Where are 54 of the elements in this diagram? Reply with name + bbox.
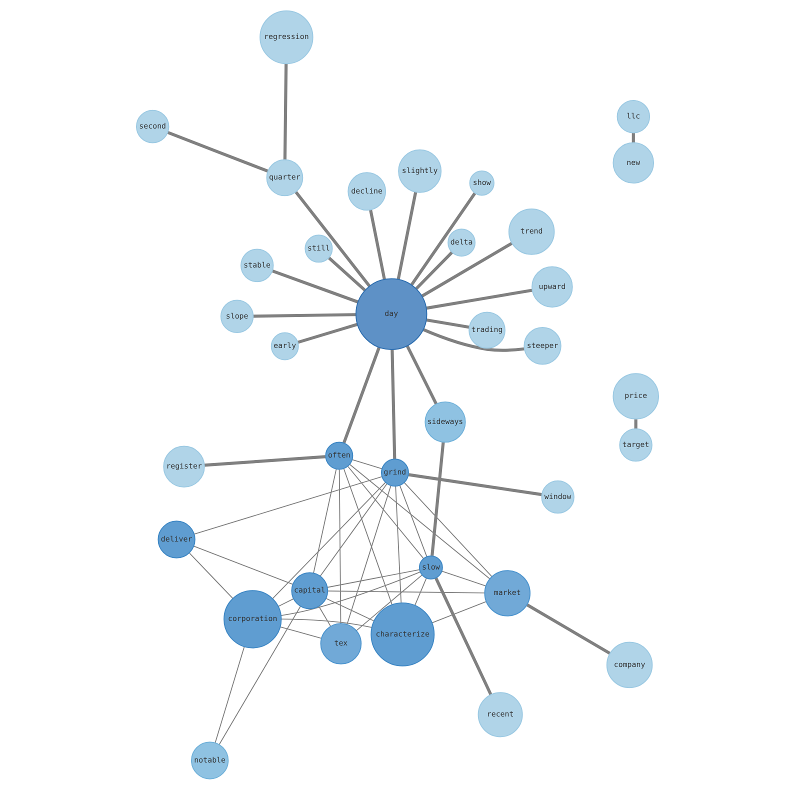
connector — [338, 469, 341, 624]
connector — [294, 190, 370, 288]
connector — [631, 132, 634, 143]
connector — [346, 485, 391, 625]
connector — [405, 345, 438, 405]
connector — [410, 192, 476, 286]
connector — [390, 349, 396, 460]
connector — [204, 455, 326, 467]
connector — [218, 606, 300, 745]
connector — [326, 569, 420, 588]
connector — [396, 192, 417, 280]
connector — [634, 419, 637, 429]
connector — [272, 482, 386, 599]
connector — [394, 486, 402, 604]
connector — [426, 318, 470, 329]
connector — [398, 484, 427, 558]
connector — [426, 288, 532, 310]
connector — [434, 577, 492, 696]
connector — [346, 466, 424, 559]
connector — [319, 483, 387, 577]
connector — [324, 598, 374, 622]
connector — [193, 476, 382, 535]
connector — [271, 269, 358, 304]
connector — [414, 578, 426, 606]
connector — [526, 603, 610, 655]
connector — [440, 570, 486, 586]
connector — [327, 256, 366, 292]
connector — [355, 574, 422, 632]
connector — [342, 346, 380, 444]
connector — [408, 473, 542, 496]
connector — [431, 601, 486, 624]
connector — [422, 328, 524, 352]
connector — [414, 251, 453, 290]
connector — [297, 322, 358, 344]
connector — [280, 571, 420, 616]
connector — [280, 618, 372, 628]
connector — [188, 552, 233, 599]
connector — [368, 209, 386, 280]
connector — [192, 546, 293, 585]
connector — [351, 459, 382, 470]
connector — [403, 482, 492, 577]
connector — [342, 468, 392, 606]
connector — [277, 598, 294, 607]
connector — [282, 64, 288, 160]
connector — [326, 590, 485, 594]
connector — [214, 646, 244, 744]
connector — [279, 626, 322, 639]
connector — [348, 464, 490, 580]
connector — [420, 242, 512, 298]
connector — [430, 442, 444, 556]
connector — [252, 313, 356, 318]
connector — [318, 606, 331, 627]
connector — [312, 468, 336, 574]
connector — [166, 130, 268, 173]
